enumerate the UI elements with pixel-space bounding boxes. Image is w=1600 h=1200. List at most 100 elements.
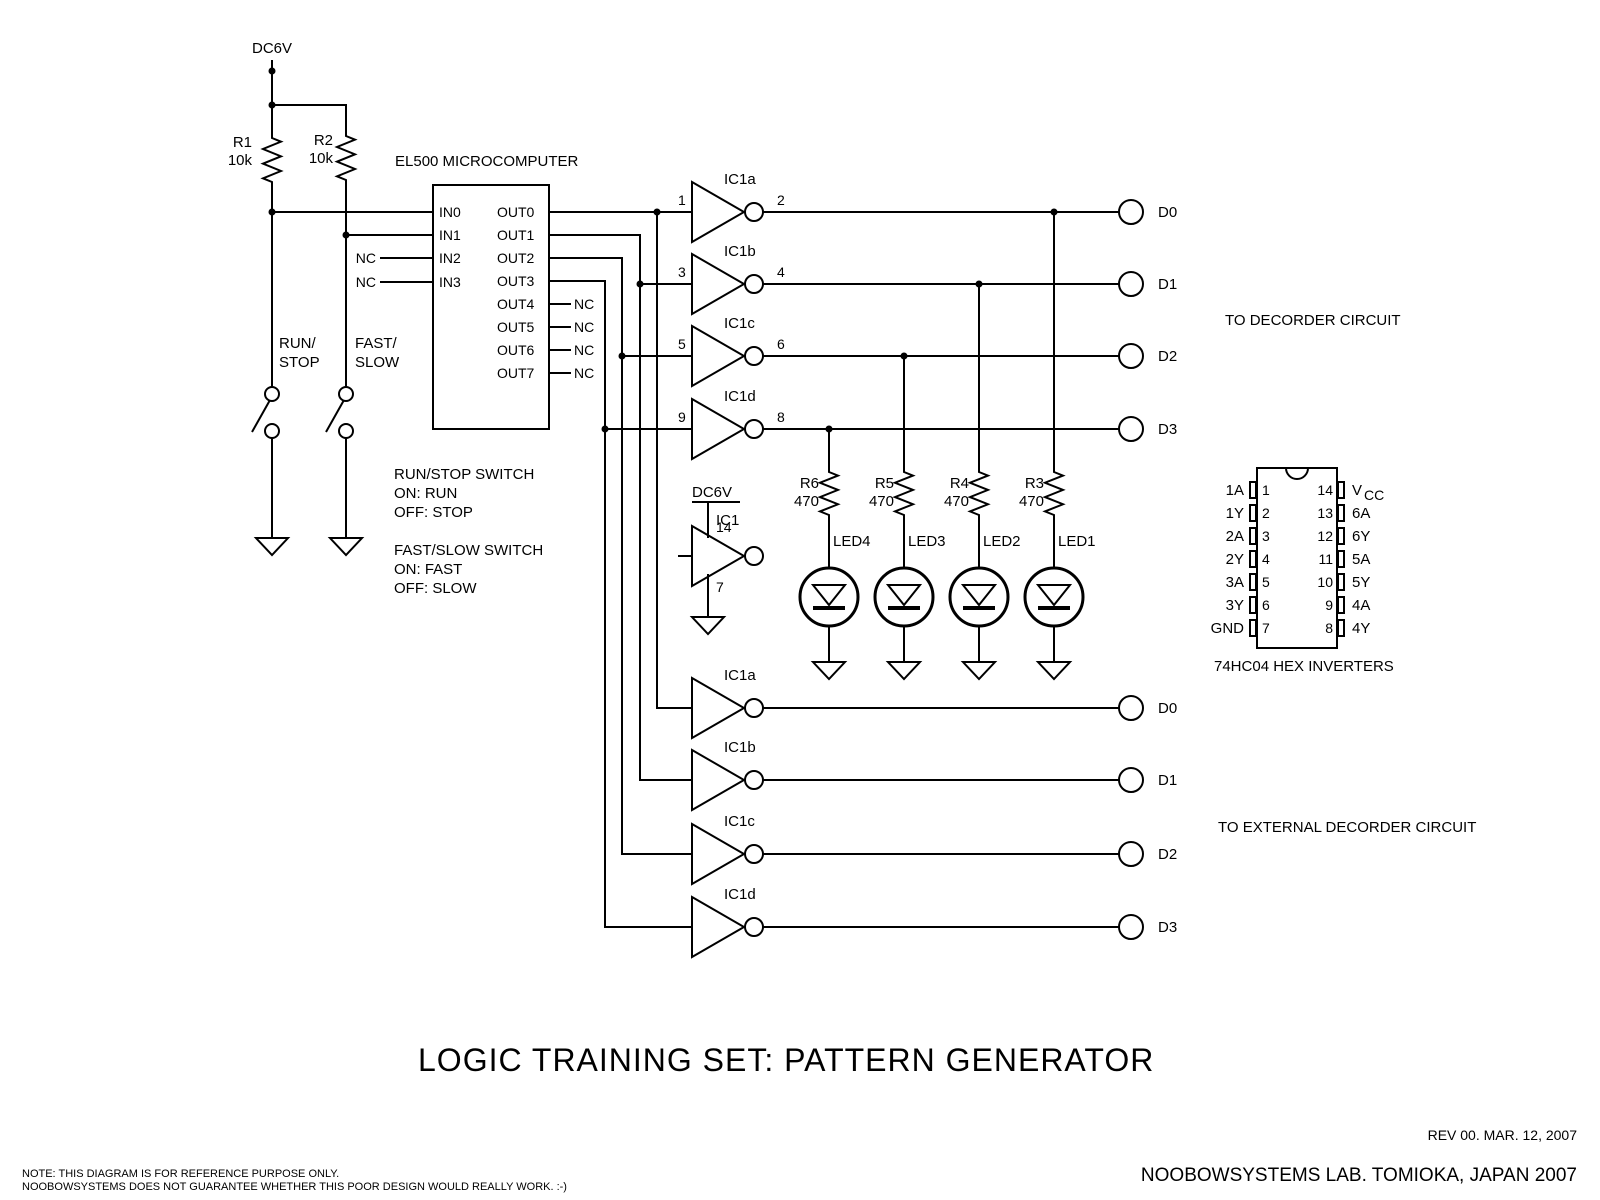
junction-dot	[268, 101, 276, 109]
junction-dot	[601, 425, 609, 433]
switch-run-stop-contact	[264, 423, 280, 439]
nc-label: NC	[574, 365, 594, 381]
disclaimer-note: NOOBOWSYSTEMS DOES NOT GUARANTEE WHETHER…	[22, 1181, 567, 1193]
wiring	[271, 60, 1119, 928]
output-terminal	[1118, 914, 1144, 940]
pin-number: 5	[678, 336, 686, 352]
resistor-value: 470	[869, 493, 894, 510]
junction-dot	[653, 208, 661, 216]
chip-pin-label: GND	[1211, 620, 1245, 637]
chip-pin-number: 1	[1262, 482, 1270, 498]
chip-notch	[1285, 467, 1309, 480]
inverter-bottom-1-triangle	[691, 748, 747, 812]
resistor-led-1	[892, 462, 916, 525]
nc-label: NC	[574, 342, 594, 358]
switch-label: RUN/	[279, 335, 316, 352]
mcu-input-label: IN2	[439, 250, 461, 266]
revision-label: REV 00. MAR. 12, 2007	[1428, 1127, 1578, 1143]
inverter-bottom-1-bubble	[744, 770, 764, 790]
chip-pin-number: 12	[1317, 528, 1333, 544]
output-label: D3	[1158, 421, 1177, 438]
chip-pin-number: 11	[1318, 551, 1333, 567]
resistor-value: 470	[944, 493, 969, 510]
pin-number: 1	[678, 192, 686, 208]
inverter-bottom-2-triangle	[691, 822, 747, 886]
chip-pin-label: 2A	[1226, 528, 1244, 545]
inverter-name: IC1d	[724, 388, 756, 405]
inverter-bottom-0-bubble	[744, 698, 764, 718]
switch-note: OFF: SLOW	[394, 580, 477, 597]
bus-wire-2	[549, 257, 692, 855]
switch-fast-slow-lever	[325, 399, 345, 433]
junction-dot	[900, 352, 908, 360]
nc-label: NC	[356, 250, 376, 266]
inverter-top-1-triangle	[691, 252, 747, 316]
junction-dot	[268, 67, 276, 75]
output-label: D3	[1158, 919, 1177, 936]
switch-run-stop-lever	[251, 399, 271, 433]
mcu-output-label: OUT4	[497, 296, 535, 312]
output-label: D0	[1158, 700, 1177, 717]
junction-dot	[618, 352, 626, 360]
led-diode-triangle	[810, 584, 848, 607]
chip-caption: 74HC04 HEX INVERTERS	[1214, 658, 1394, 675]
led-label: LED3	[908, 533, 946, 550]
resistor-name: R5	[875, 475, 894, 492]
output-terminal	[1118, 343, 1144, 369]
inverter-top-2-triangle	[691, 324, 747, 388]
ground-symbol	[689, 616, 727, 636]
chip-pin-label: 2Y	[1226, 551, 1244, 568]
resistor-name: R2	[314, 132, 333, 149]
inverter-name: IC1c	[724, 813, 755, 830]
junction-dot	[636, 280, 644, 288]
chip-pin-label: 3Y	[1226, 597, 1244, 614]
mcu-output-label: OUT6	[497, 342, 535, 358]
switch-fast-slow-contact	[338, 423, 354, 439]
supply-wire	[272, 104, 347, 126]
chip-pin-label: 5A	[1352, 551, 1370, 568]
inverter-name: IC1c	[724, 315, 755, 332]
inverter-top-0-bubble	[744, 202, 764, 222]
chip-pin	[1249, 619, 1257, 637]
ground-symbol	[885, 661, 923, 681]
pin-number: 9	[678, 409, 686, 425]
led-diode-triangle	[960, 584, 998, 607]
led-label: LED4	[833, 533, 871, 550]
pin-number: 4	[777, 264, 785, 280]
inverter-top-0-triangle	[691, 180, 747, 244]
chip-pin-label: 1Y	[1226, 505, 1244, 522]
mcu-input-label: IN3	[439, 274, 461, 290]
junction-dot	[825, 425, 833, 433]
output-terminal	[1118, 841, 1144, 867]
mcu-box	[432, 184, 550, 430]
nc-label: NC	[574, 296, 594, 312]
led-diode-triangle	[885, 584, 923, 607]
chip-pin-number: 13	[1317, 505, 1333, 521]
switch-label: FAST/	[355, 335, 398, 352]
chip-pin	[1337, 504, 1345, 522]
bus-wire-1	[549, 234, 692, 781]
inverter-name: IC1d	[724, 886, 756, 903]
switch-label: STOP	[279, 354, 320, 371]
inverter-top-3-triangle	[691, 397, 747, 461]
mcu-input-label: IN1	[439, 227, 461, 243]
chip-pin-number: 6	[1262, 597, 1270, 613]
output-terminal	[1118, 199, 1144, 225]
inverter-bottom-0-triangle	[691, 676, 747, 740]
chip-pin-label: V	[1352, 482, 1362, 499]
chip-pin-number: 8	[1325, 620, 1333, 636]
resistor-led-2	[967, 462, 991, 525]
inverter-bottom-2-bubble	[744, 844, 764, 864]
chip-pin	[1337, 596, 1345, 614]
chip-pin-number: 2	[1262, 505, 1270, 521]
inverter-top-2-bubble	[744, 346, 764, 366]
chip-pin-number: 9	[1325, 597, 1333, 613]
bus-wire-3	[549, 280, 692, 928]
chip-pin-sublabel: CC	[1364, 487, 1384, 503]
inverter-name: IC1b	[724, 739, 756, 756]
chip-pin-number: 4	[1262, 551, 1270, 567]
resistor-name: R1	[233, 134, 252, 151]
ground-symbol	[810, 661, 848, 681]
inverter-name: IC1a	[724, 667, 756, 684]
mcu-output-label: OUT1	[497, 227, 535, 243]
